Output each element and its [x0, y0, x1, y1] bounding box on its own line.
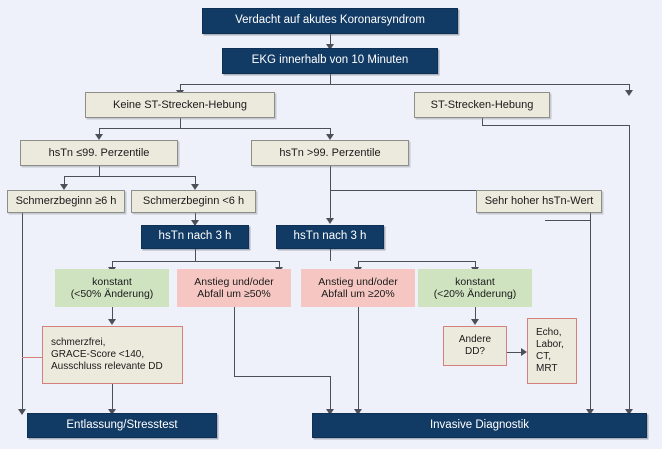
connector-le99-down [99, 166, 101, 176]
arrowhead-st-invasive [625, 409, 633, 415]
node-other-dd-label: Andere DD? [458, 334, 492, 357]
arrowhead-gt99-3h [326, 218, 334, 224]
node-rise-fall-50-label: Anstieg und/oder Abfall um ≥50% [194, 275, 274, 300]
node-very-high-hstn-label: Sehr hoher hsTn-Wert [484, 195, 594, 208]
connector-le99-bus [64, 176, 196, 178]
connector-suspicion-ekg [330, 34, 332, 46]
connector-anstieg20-invasive [358, 307, 360, 413]
node-no-st-elevation[interactable]: Keine ST-Strecken-Hebung [85, 92, 275, 118]
connector-painfree-discharge [112, 384, 114, 413]
node-st-elevation-label: ST-Strecken-Hebung [430, 98, 534, 111]
connector-st-down [482, 118, 484, 126]
connector-anstieg50-kink [234, 376, 330, 378]
node-ekg-label: EKG innerhalb von 10 Minuten [251, 54, 409, 67]
node-painfree-grace-label: schmerzfrei, GRACE-Score <140, Ausschlus… [51, 337, 163, 372]
arrowhead-otherdd [471, 319, 479, 325]
connector-ekg-bus [180, 84, 630, 86]
node-hstn-3h-left[interactable]: hsTn nach 3 h [141, 225, 249, 249]
connector-le99-left [64, 176, 66, 186]
connector-st-right [482, 125, 630, 127]
connector-anstieg50-invasive [330, 376, 332, 413]
connector-3hleft-down [195, 249, 197, 261]
connector-otherdd-echo [507, 352, 525, 354]
connector-nost-right [330, 128, 332, 136]
arrowhead-hstn3h-left [191, 220, 199, 226]
node-no-st-elevation-label: Keine ST-Strecken-Hebung [113, 98, 247, 111]
connector-pain-ge6-down [22, 213, 24, 413]
connector-konstant20-down [475, 307, 477, 323]
connector-3hright-b [475, 261, 477, 269]
node-very-high-hstn[interactable]: Sehr hoher hsTn-Wert [476, 190, 602, 213]
node-painfree-grace[interactable]: schmerzfrei, GRACE-Score <140, Ausschlus… [42, 326, 183, 384]
connector-gt99-to-veryhigh [330, 190, 538, 192]
arrowhead-veryhigh-invasive [586, 409, 594, 415]
node-pain-onset-lt6h[interactable]: Schmerzbeginn <6 h [131, 190, 256, 213]
node-hstn-gt99-label: hsTn >99. Perzentile [279, 146, 381, 159]
arrowhead-pain-ge6-discharge [18, 409, 26, 415]
node-constant-50-label: konstant (<50% Änderung) [70, 275, 154, 300]
node-constant-50[interactable]: konstant (<50% Änderung) [55, 269, 169, 307]
connector-veryhigh-bus [545, 220, 591, 222]
arrowhead-anstieg50-invasive [326, 409, 334, 415]
node-rise-fall-20-label: Anstieg und/oder Abfall um ≥20% [318, 275, 398, 300]
node-invasive-diagnostik[interactable]: Invasive Diagnostik [312, 413, 647, 438]
connector-anstieg50-down [234, 307, 236, 377]
arrowhead-hstn-le99 [95, 134, 103, 140]
node-hstn-gt99[interactable]: hsTn >99. Perzentile [251, 140, 409, 166]
connector-3hright-down [330, 249, 332, 261]
node-hstn-3h-left-label: hsTn nach 3 h [158, 230, 232, 243]
arrowhead-pain-lt6 [191, 184, 199, 190]
connector-3hleft-a [112, 261, 114, 269]
node-hstn-3h-right[interactable]: hsTn nach 3 h [276, 225, 384, 249]
connector-konstant50-down [112, 307, 114, 323]
connector-3hright-a [358, 261, 360, 269]
connector-3hleft-b [279, 261, 281, 269]
connector-pain-lt6-down [195, 213, 197, 225]
node-hstn-3h-right-label: hsTn nach 3 h [293, 230, 367, 243]
node-echo-labor-ct-mrt[interactable]: Echo, Labor, CT, MRT [527, 318, 577, 384]
connector-st-to-invasive [629, 125, 631, 413]
node-st-elevation[interactable]: ST-Strecken-Hebung [414, 92, 550, 118]
arrowhead-echo [521, 348, 527, 356]
arrowhead-st [625, 90, 633, 96]
node-rise-fall-50[interactable]: Anstieg und/oder Abfall um ≥50% [177, 269, 291, 307]
node-discharge-stresstest-label: Entlassung/Stresstest [66, 418, 178, 431]
arrowhead-pain-ge6 [60, 184, 68, 190]
connector-3hleft-bus [112, 261, 280, 263]
node-constant-20-label: konstant (<20% Änderung) [433, 275, 517, 300]
arrowhead-anstieg20-invasive [354, 409, 362, 415]
connector-nost-left [99, 128, 101, 136]
connector-le99-right [195, 176, 197, 186]
arrowhead-ekg [326, 44, 334, 50]
node-hstn-le99[interactable]: hsTn ≤99. Perzentile [20, 140, 178, 166]
node-invasive-diagnostik-label: Invasive Diagnostik [429, 418, 530, 431]
node-discharge-stresstest[interactable]: Entlassung/Stresstest [27, 413, 217, 438]
node-echo-labor-ct-mrt-label: Echo, Labor, CT, MRT [536, 327, 564, 374]
node-ekg[interactable]: EKG innerhalb von 10 Minuten [222, 48, 438, 74]
arrowhead-painfree [108, 319, 116, 325]
node-suspicion[interactable]: Verdacht auf akutes Koronarsyndrom [202, 8, 458, 34]
node-hstn-le99-label: hsTn ≤99. Perzentile [48, 146, 150, 159]
node-pain-onset-lt6h-label: Schmerzbeginn <6 h [142, 195, 245, 208]
connector-bus-right [629, 84, 631, 92]
arrowhead-painfree-discharge [108, 409, 116, 415]
connector-painfree-stub [22, 357, 43, 359]
node-rise-fall-20[interactable]: Anstieg und/oder Abfall um ≥20% [301, 269, 415, 307]
node-suspicion-label: Verdacht auf akutes Koronarsyndrom [235, 14, 425, 27]
connector-bus-left [180, 84, 182, 92]
node-other-dd[interactable]: Andere DD? [443, 326, 507, 366]
connector-ekg-down [330, 74, 332, 84]
arrowhead-hstn-gt99 [326, 134, 334, 140]
connector-gt99-down [330, 166, 332, 222]
connector-veryhigh-invasive [590, 213, 592, 413]
node-pain-onset-ge6h[interactable]: Schmerzbeginn ≥6 h [7, 190, 125, 213]
connector-nost-bus [99, 128, 331, 130]
connector-3hright-bus [358, 261, 476, 263]
node-constant-20[interactable]: konstant (<20% Änderung) [418, 269, 532, 307]
node-pain-onset-ge6h-label: Schmerzbeginn ≥6 h [15, 195, 117, 208]
connector-nost-down [180, 118, 182, 128]
